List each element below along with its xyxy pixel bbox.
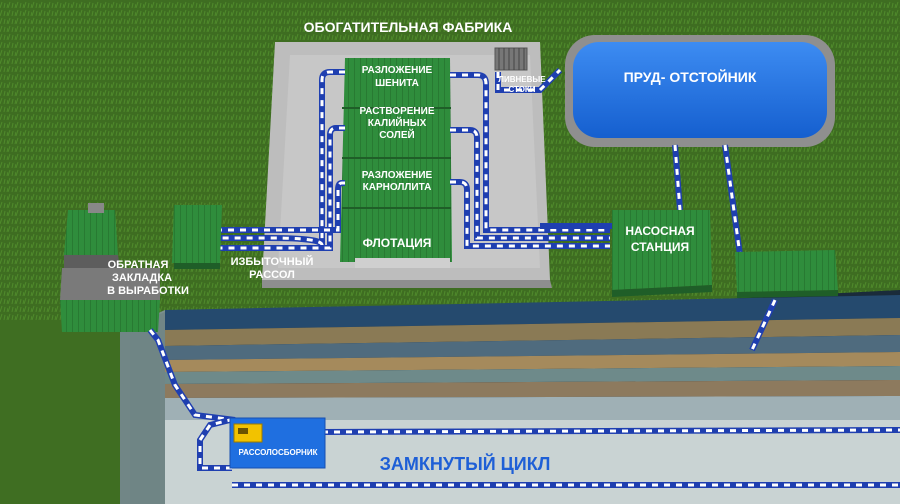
stage-shenite-label-2: ШЕНИТА	[375, 78, 419, 89]
stage-dissolution-label-3: СОЛЕЙ	[379, 128, 414, 141]
shaft-pipe	[147, 328, 236, 423]
brine-collector-label: РАССОЛОСБОРНИК	[239, 448, 318, 457]
pond-pipes	[672, 144, 743, 256]
excess-brine-label-2: РАССОЛ	[249, 269, 295, 281]
brine-collector	[229, 417, 326, 469]
backfill-structure	[60, 203, 160, 332]
stage-carnallite-label-2: КАРНОЛЛИТА	[363, 182, 432, 193]
excess-brine-label-1: ИЗБЫТОЧНЫЙ	[231, 255, 314, 268]
factory-title: ОБОГАТИТЕЛЬНАЯ ФАБРИКА	[304, 19, 513, 35]
closed-cycle-label: ЗАМКНУТЫЙ ЦИКЛ	[380, 453, 551, 474]
closed-cycle-loop	[197, 417, 900, 488]
pumping-station	[612, 210, 712, 297]
stage-shenite-label-1: РАЗЛОЖЕНИЕ	[362, 65, 433, 76]
backfill-label-2: ЗАКЛАДКА	[112, 272, 172, 284]
pond-label: ПРУД- ОТСТОЙНИК	[624, 68, 757, 85]
stage-dissolution-label-2: КАЛИЙНЫХ	[368, 116, 427, 129]
stage-flotation-label: ФЛОТАЦИЯ	[363, 236, 432, 250]
secondary-station	[735, 250, 838, 352]
settling-pond	[565, 35, 835, 147]
backfill-label-3: В ВЫРАБОТКИ	[107, 285, 189, 297]
factory-pipes	[220, 67, 610, 251]
stage-carnallite-label-1: РАЗЛОЖЕНИЕ	[362, 170, 433, 181]
stage-dissolution-label-1: РАСТВОРЕНИЕ	[359, 106, 434, 117]
factory-building	[340, 58, 452, 268]
pump-label-1: НАСОСНАЯ	[625, 224, 694, 238]
storm-drain-label-2: СТОКИ	[508, 85, 535, 94]
brine-building	[172, 205, 222, 269]
storm-drain-label-1: ЛИВНЕВЫЕ	[498, 75, 546, 84]
backfill-label-1: ОБРАТНАЯ	[108, 259, 169, 271]
storm-drain-grate	[494, 47, 528, 71]
pump-label-2: СТАНЦИЯ	[631, 240, 689, 254]
